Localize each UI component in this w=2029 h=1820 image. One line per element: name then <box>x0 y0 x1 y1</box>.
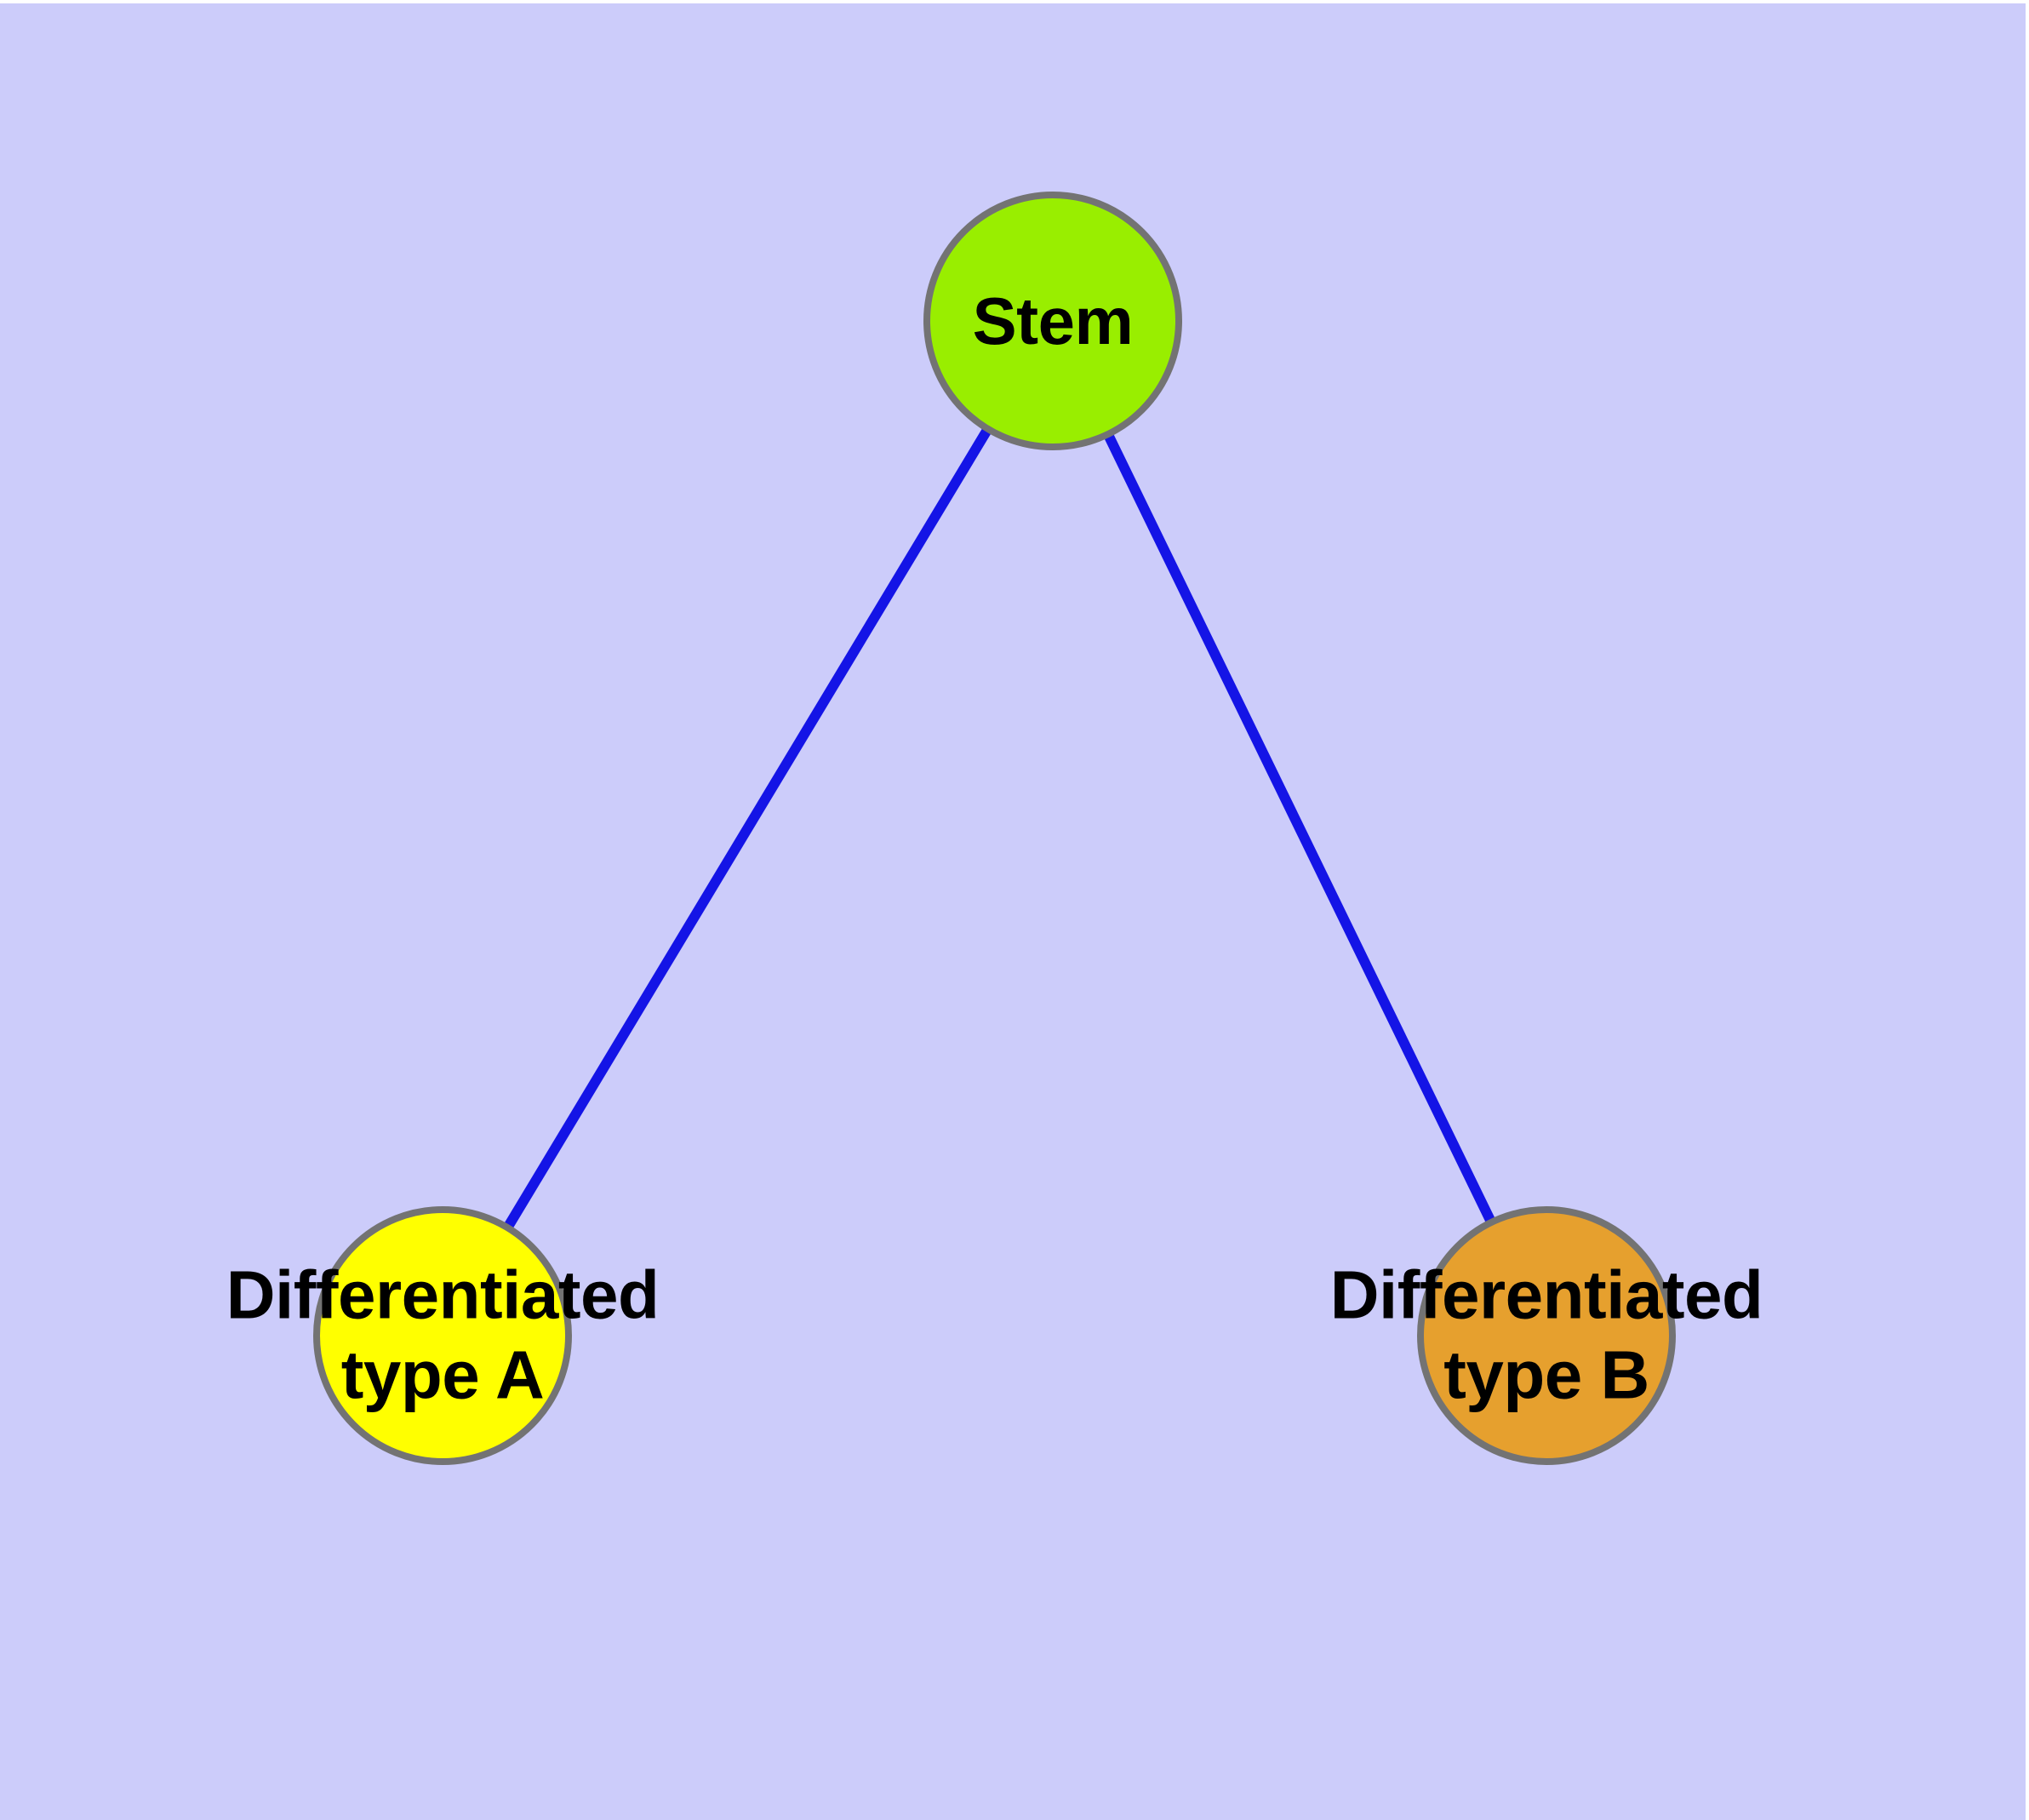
graph-node-diff_a[interactable] <box>313 1206 572 1465</box>
graph-edge <box>1104 433 1495 1223</box>
nodes-layer <box>313 192 1676 1465</box>
graph-svg <box>313 192 1676 1465</box>
edges-layer <box>504 427 1495 1229</box>
graph-node-diff_b[interactable] <box>1417 1206 1676 1465</box>
graph-node-stem[interactable] <box>923 192 1182 450</box>
graph-edge <box>504 427 992 1229</box>
